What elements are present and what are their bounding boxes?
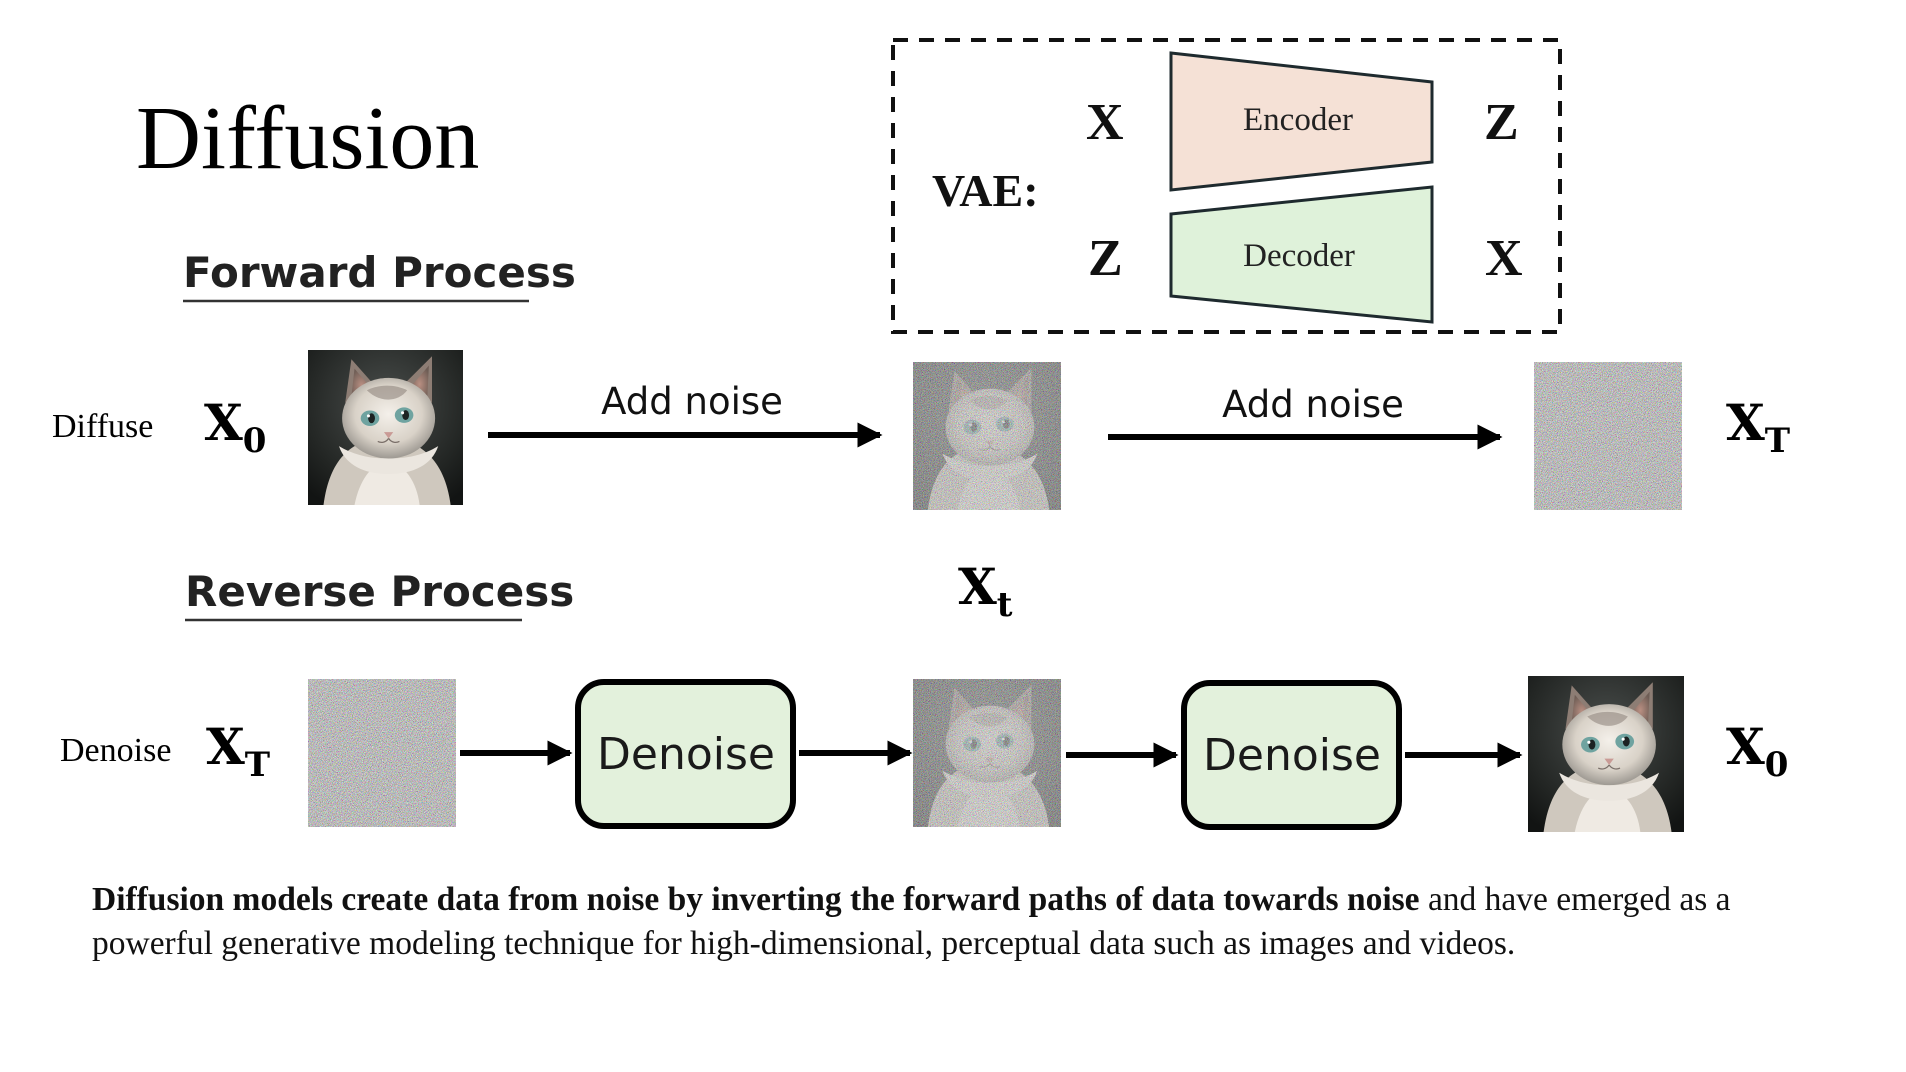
caption-rest-text: and have emerged as a powerful generativ… <box>92 881 1731 962</box>
vae-label: VAE: <box>932 165 1039 216</box>
generated-cat-image <box>1527 675 1685 833</box>
denoise-block-2 <box>1181 680 1402 830</box>
reverse-end-symbol: X0 <box>1726 717 1788 785</box>
decoder-output-symbol: X <box>1485 230 1523 287</box>
forward-end-symbol: XT <box>1726 393 1790 461</box>
reverse-process-heading: Reverse Process <box>185 567 574 616</box>
encoder-output-symbol: Z <box>1484 94 1519 151</box>
encoder-label: Encoder <box>1243 102 1353 138</box>
forward-process: Forward Process Diffuse X0 Add noise Add… <box>52 248 1790 511</box>
vae-dashed-border <box>891 38 1562 334</box>
middle-state-symbol: Xt <box>958 557 1013 625</box>
denoise-block-1 <box>575 679 796 829</box>
forward-arrow-2-label: Add noise <box>1222 383 1404 426</box>
page-title: Diffusion <box>136 89 479 188</box>
denoise-block-2-label: Denoise <box>1203 730 1381 781</box>
forward-start-symbol: X0 <box>204 393 266 461</box>
decoder-input-symbol: Z <box>1088 230 1123 287</box>
pure-noise-image-forward <box>1534 362 1682 510</box>
pure-noise-image-reverse <box>308 679 456 827</box>
partially-noised-image-reverse <box>912 678 1062 828</box>
reverse-process: Reverse Process Denoise XT Denoise Denoi… <box>60 567 1788 833</box>
clean-cat-image <box>307 349 464 506</box>
partially-noised-image-forward <box>912 361 1062 511</box>
vae-panel: VAE: X Encoder Z Z Decoder X <box>891 38 1562 334</box>
encoder-input-symbol: X <box>1086 94 1124 151</box>
forward-arrow-1-label: Add noise <box>601 380 783 423</box>
denoise-block-1-label: Denoise <box>597 729 775 780</box>
caption-bold-text: Diffusion models create data from noise … <box>92 881 1420 918</box>
encoder-trapezoid <box>1169 51 1434 192</box>
caption-paragraph: Diffusion models create data from noise … <box>92 878 1832 966</box>
diffuse-row-label: Diffuse <box>52 408 153 445</box>
denoise-row-label: Denoise <box>60 732 171 769</box>
reverse-start-symbol: XT <box>206 717 270 785</box>
decoder-trapezoid <box>1169 185 1434 324</box>
forward-process-heading: Forward Process <box>183 248 576 297</box>
decoder-label: Decoder <box>1243 238 1355 274</box>
